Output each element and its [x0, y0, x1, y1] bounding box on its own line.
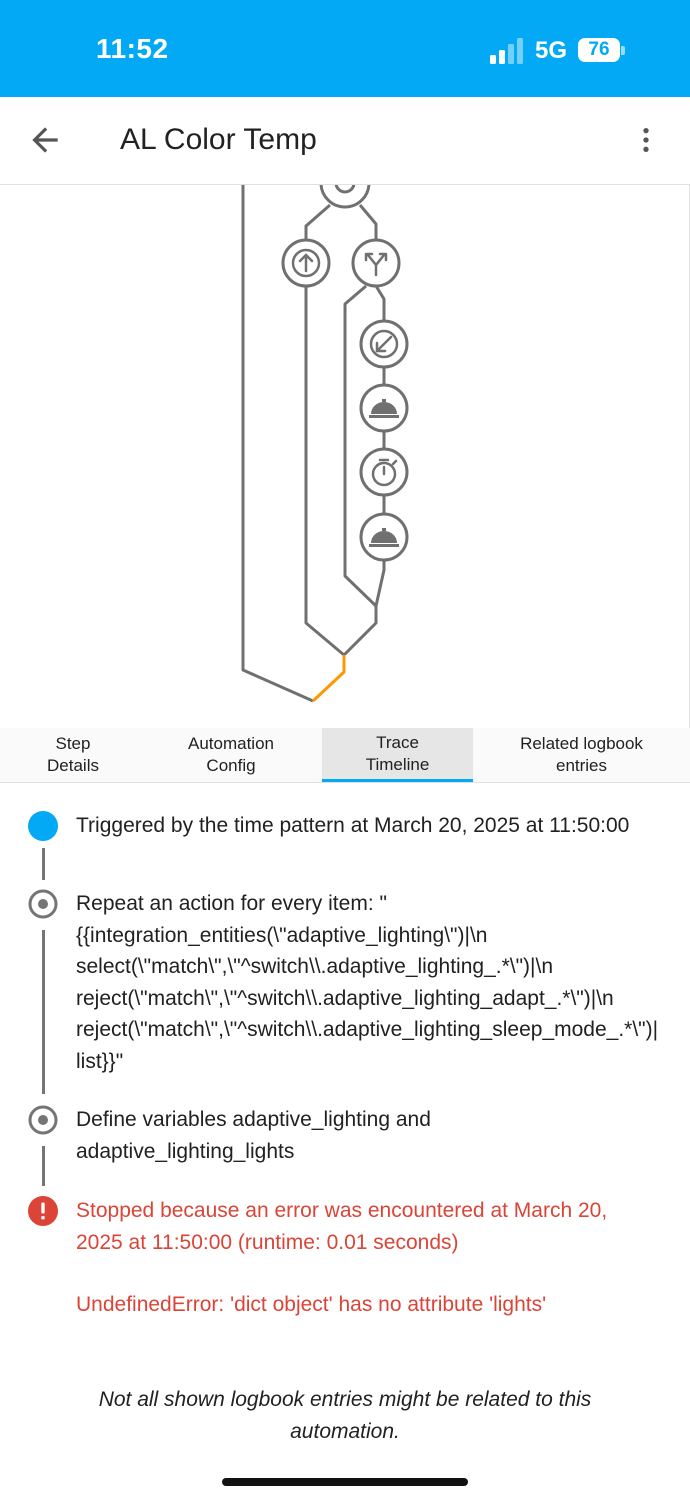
service-bell-icon[interactable]: [359, 383, 409, 433]
error-detail: UndefinedError: 'dict object' has no att…: [76, 1293, 547, 1316]
home-indicator[interactable]: [222, 1478, 468, 1486]
tab-automation-config[interactable]: Automation Config: [188, 734, 274, 775]
status-bar: 11:52 5G 76: [0, 0, 690, 97]
radiobox-marked-icon: [28, 889, 58, 919]
battery-level: 76: [578, 38, 620, 62]
logbook-note: Not all shown logbook entries might be r…: [98, 1388, 592, 1443]
arrow-bottom-left-icon[interactable]: [359, 319, 409, 369]
timeline-repeat-text: Repeat an action for every item: " {{int…: [76, 892, 659, 1073]
timeline-connector: [42, 930, 45, 1094]
trace-tabs: Step Details Automation Config Trace Tim…: [0, 728, 690, 783]
tab-trace-timeline[interactable]: Trace Timeline: [322, 728, 473, 782]
alert-circle-icon: [28, 1196, 58, 1226]
page-title: AL Color Temp: [120, 123, 317, 156]
service-bell-icon[interactable]: [359, 512, 409, 562]
battery-icon: 76: [578, 38, 626, 64]
timeline-connector: [42, 1146, 45, 1186]
call-split-icon[interactable]: [351, 238, 401, 288]
arrow-up-icon[interactable]: [281, 238, 331, 288]
timeline-trigger-text: Triggered by the time pattern at March 2…: [76, 814, 630, 837]
network-label: 5G: [535, 37, 568, 64]
circle-filled-icon: [28, 811, 58, 841]
signal-icon: [490, 38, 523, 64]
trace-graph-svg: [241, 185, 409, 703]
tab-related-logbook[interactable]: Related logbook entries: [520, 734, 643, 775]
timeline-error-text: Stopped because an error was encountered…: [76, 1199, 608, 1254]
repeat-icon[interactable]: [319, 185, 371, 209]
timeline-connector: [42, 848, 45, 880]
tab-step-details[interactable]: Step Details: [47, 734, 99, 775]
status-time: 11:52: [96, 33, 169, 64]
radiobox-marked-icon: [28, 1105, 58, 1135]
arrow-left-icon[interactable]: [26, 121, 64, 159]
more-vert-icon[interactable]: [630, 123, 662, 157]
trace-graph[interactable]: [0, 185, 690, 728]
app-bar: AL Color Temp: [0, 97, 690, 185]
timer-icon[interactable]: [359, 447, 409, 497]
timeline-variables-text: Define variables adaptive_lighting and a…: [76, 1108, 431, 1163]
